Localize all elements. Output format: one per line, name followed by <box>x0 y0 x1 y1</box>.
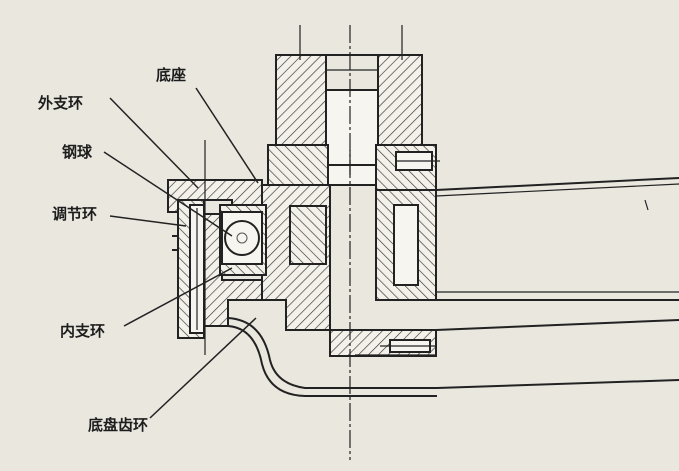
leader-steel-ball <box>103 151 233 237</box>
leader-inner-ring <box>123 267 233 327</box>
leader-outer-ring <box>109 97 199 189</box>
leader-chassis-gear-ring <box>149 317 257 419</box>
leader-lines <box>103 87 259 419</box>
leader-adjust-ring <box>109 215 187 227</box>
bottom-flange <box>329 329 437 357</box>
label-outer-ring: 外支环 <box>37 94 83 112</box>
adjusting-ring <box>172 199 205 339</box>
label-chassis-gear-ring: 底盘齿环 <box>88 416 148 434</box>
centerlines <box>204 25 403 460</box>
label-steel-ball: 钢球 <box>62 143 93 161</box>
label-inner-ring: 内支环 <box>60 322 105 340</box>
steel-ball <box>221 211 263 265</box>
label-adjust-ring: 调节环 <box>52 205 97 223</box>
leader-base <box>195 87 259 184</box>
horizontal-arm-tube <box>435 177 679 389</box>
label-base: 底座 <box>156 66 186 84</box>
labels: 外支环 底座 钢球 调节环 内支环 底盘齿环 <box>37 66 186 434</box>
middle-housing <box>267 144 440 191</box>
